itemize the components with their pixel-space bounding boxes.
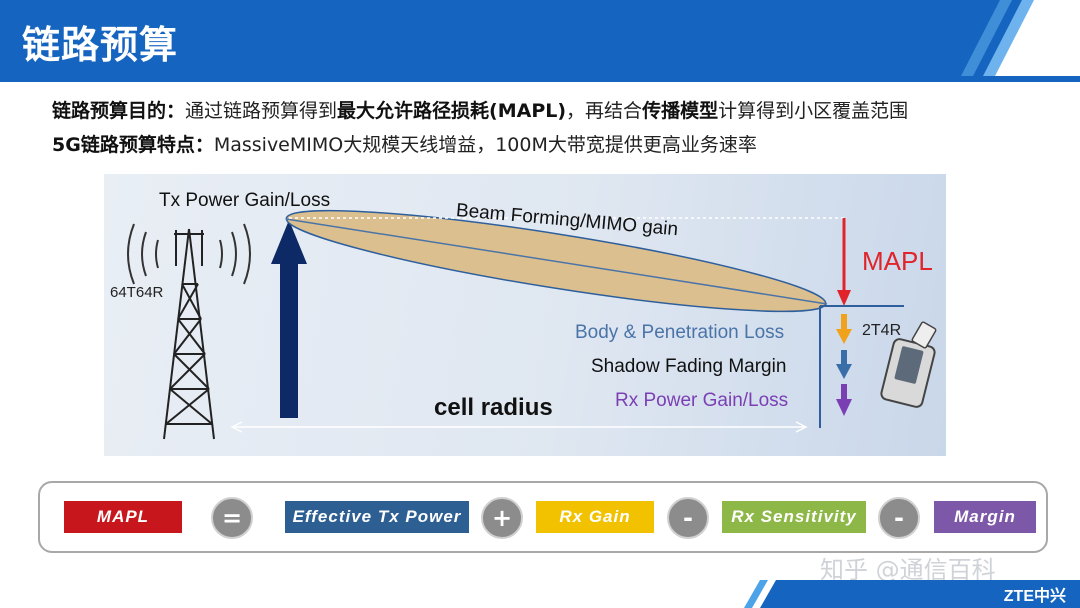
tx-power-label: Tx Power Gain/Loss: [159, 190, 331, 211]
footer-stripe: [744, 580, 1080, 608]
link-budget-diagram: Tx Power Gain/Loss 64T64R Beam Forming/M…: [104, 174, 946, 456]
purpose-text-1: 通过链路预算得到: [185, 100, 338, 122]
formula-term-rx-gain: Rx Gain: [536, 501, 654, 533]
rx-power-label: Rx Power Gain/Loss: [615, 390, 789, 411]
formula-term-margin: Margin: [934, 501, 1036, 533]
purpose-line: 链路预算目的：通过链路预算得到最大允许路径损耗(MAPL)，再结合传播模型计算得…: [52, 96, 908, 123]
purpose-bold-2: 传播模型: [642, 100, 719, 122]
purpose-label: 链路预算目的：: [52, 100, 186, 122]
formula-term-tx-power: Effective Tx Power: [285, 501, 469, 533]
purpose-bold-1: 最大允许路径损耗(MAPL): [337, 100, 567, 122]
ue-config-label: 2T4R: [862, 322, 902, 339]
minus-operator-1: -: [667, 497, 709, 539]
zte-logo: ZTE中兴: [1003, 588, 1066, 605]
minus-operator-2: -: [878, 497, 920, 539]
plus-operator: +: [481, 497, 523, 539]
purpose-text-3: 计算得到小区覆盖范围: [718, 100, 909, 122]
tower-icon: [163, 228, 215, 440]
mapl-label: MAPL: [862, 246, 933, 276]
shadow-margin-label: Shadow Fading Margin: [591, 356, 787, 377]
watermark: 知乎 @通信百科: [820, 556, 996, 584]
beam-axis-line: [285, 218, 828, 305]
rx-power-arrow: [836, 384, 852, 416]
feature-label: 5G链路预算特点：: [52, 134, 214, 156]
body-loss-label: Body & Penetration Loss: [575, 322, 785, 343]
formula-term-rx-sensitivity: Rx Sensitivity: [722, 501, 866, 533]
antenna-config-label: 64T64R: [110, 284, 164, 301]
receiver-bracket: [819, 305, 904, 428]
mapl-arrow: [837, 218, 851, 306]
page-title: 链路预算: [22, 23, 179, 67]
shadow-margin-arrow: [836, 350, 852, 379]
purpose-text-2: ，再结合: [566, 100, 643, 122]
ue-device-icon: [880, 321, 937, 408]
radio-waves-icon: [127, 223, 251, 285]
formula-term-mapl: MAPL: [64, 501, 182, 533]
body-loss-arrow: [836, 314, 852, 344]
feature-text: MassiveMIMO大规模天线增益，100M大带宽提供更高业务速率: [213, 134, 757, 156]
cell-radius-label: cell radius: [434, 394, 553, 421]
tx-power-arrow: [271, 220, 307, 418]
mapl-formula: MAPL = Effective Tx Power + Rx Gain - Rx…: [38, 481, 1048, 553]
cell-radius-line: [230, 421, 808, 433]
equals-operator: =: [211, 497, 253, 539]
header-banner: 链路预算: [0, 0, 1080, 82]
feature-line: 5G链路预算特点：MassiveMIMO大规模天线增益，100M大带宽提供更高业…: [52, 130, 757, 157]
